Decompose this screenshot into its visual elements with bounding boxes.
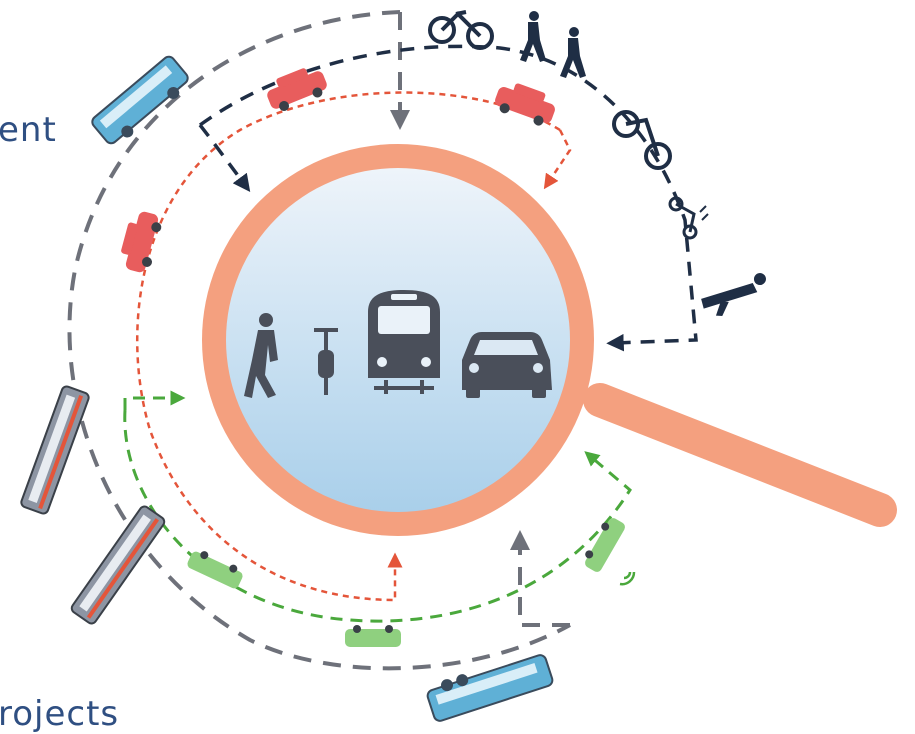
runner-icon	[701, 273, 766, 317]
green-car-icon	[187, 551, 243, 589]
bus-icon	[426, 654, 554, 722]
streetcar-icon	[20, 385, 90, 515]
green-car-icon	[345, 625, 401, 647]
red-car-icon	[121, 211, 162, 273]
bus-icon	[91, 55, 189, 145]
text-fragment-top: ent	[0, 110, 57, 150]
signal-icon	[619, 571, 636, 586]
pedestrian-icon	[244, 313, 278, 398]
outer-grey-arc	[67, 9, 571, 671]
green-arc	[123, 390, 632, 623]
walking-pair-icon	[520, 11, 586, 78]
train-icon	[368, 290, 440, 394]
red-arc	[136, 91, 572, 602]
bicycle-icon	[314, 328, 338, 395]
magnifier-handle	[583, 383, 897, 527]
streetcar-icon	[70, 505, 166, 625]
scooter-icon	[668, 196, 709, 240]
bicycle-icon	[428, 10, 494, 50]
red-car-icon	[267, 68, 327, 112]
car-icon	[462, 332, 552, 398]
red-car-icon	[495, 83, 555, 126]
bicycle-icon	[612, 110, 672, 170]
green-car-icon	[585, 518, 625, 572]
